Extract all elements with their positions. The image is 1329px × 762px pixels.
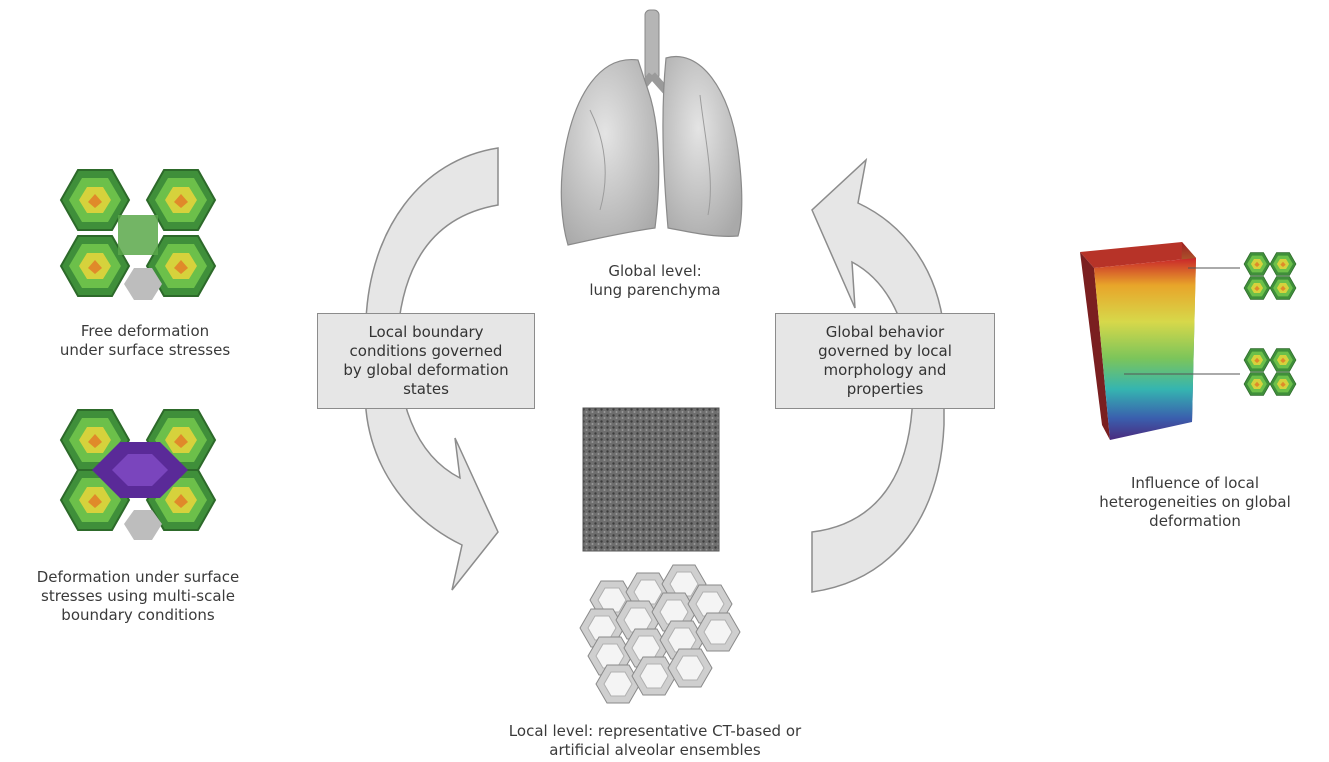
global-behavior-box: Global behavior governed by local morpho… — [775, 313, 995, 409]
global-level-line: Global level: — [540, 262, 770, 281]
local-level-caption: Local level: representative CT-based or … — [455, 722, 855, 760]
global-level-line: lung parenchyma — [540, 281, 770, 300]
artificial-ensemble-image — [580, 565, 740, 703]
heterogeneity-line: deformation — [1075, 512, 1315, 531]
multiscale-deformation-line: stresses using multi-scale — [8, 587, 268, 606]
free-deformation-caption: Free deformation under surface stresses — [30, 322, 260, 360]
heterogeneity-line: Influence of local — [1075, 474, 1315, 493]
global-behavior-line: morphology and — [824, 361, 947, 380]
heterogeneity-column — [1080, 242, 1296, 440]
local-boundary-line: conditions governed — [350, 342, 503, 361]
free-deformation-line: Free deformation — [30, 322, 260, 341]
multiscale-deformation-line: Deformation under surface — [8, 568, 268, 587]
multiscale-deformation-caption: Deformation under surface stresses using… — [8, 568, 268, 625]
local-boundary-line: by global deformation — [343, 361, 508, 380]
multiscale-deformation-model — [61, 410, 215, 540]
free-deformation-model — [61, 170, 215, 300]
free-deformation-line: under surface stresses — [30, 341, 260, 360]
heterogeneity-line: heterogeneities on global — [1075, 493, 1315, 512]
heterogeneity-caption: Influence of local heterogeneities on gl… — [1075, 474, 1315, 531]
global-level-caption: Global level: lung parenchyma — [540, 262, 770, 300]
ct-ensemble-image — [583, 408, 719, 551]
local-boundary-line: states — [403, 380, 449, 399]
local-level-line: Local level: representative CT-based or — [455, 722, 855, 741]
global-behavior-line: Global behavior — [826, 323, 944, 342]
global-behavior-line: governed by local — [818, 342, 952, 361]
local-boundary-line: Local boundary — [368, 323, 483, 342]
lung-illustration — [561, 10, 741, 245]
global-behavior-line: properties — [847, 380, 924, 399]
local-boundary-box: Local boundary conditions governed by gl… — [317, 313, 535, 409]
local-level-line: artificial alveolar ensembles — [455, 741, 855, 760]
multiscale-deformation-line: boundary conditions — [8, 606, 268, 625]
